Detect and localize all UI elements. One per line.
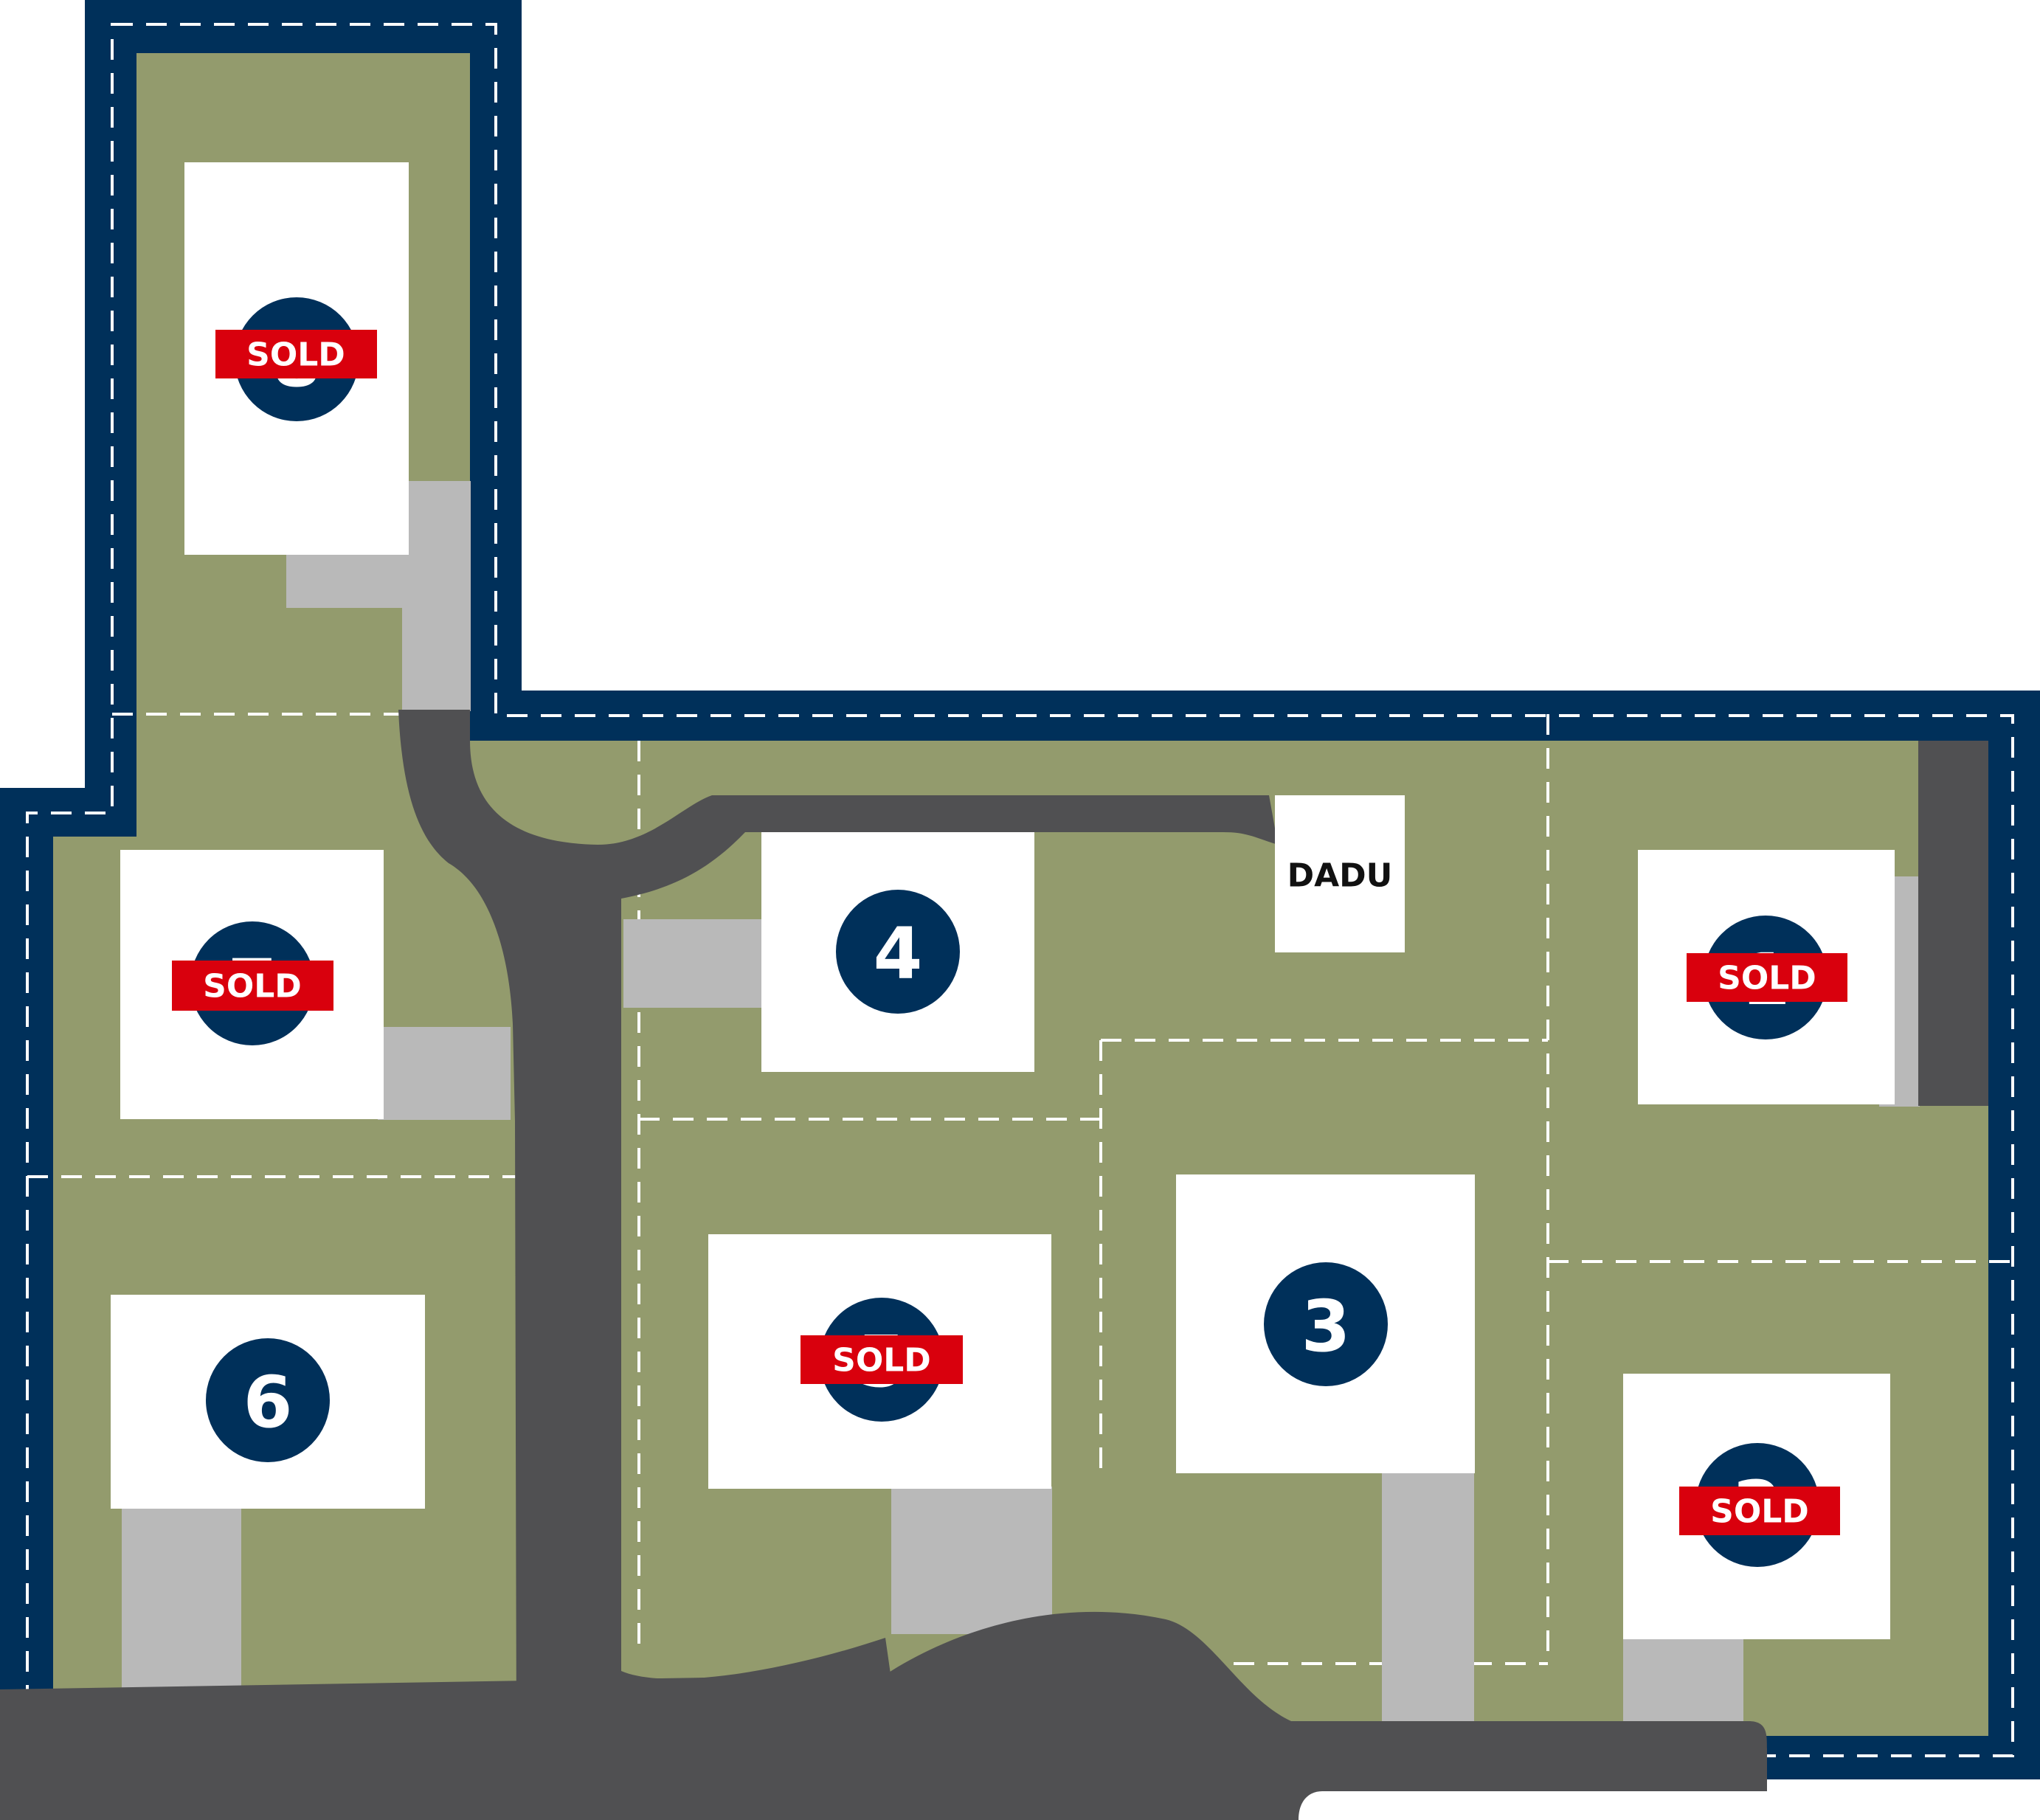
lot-number: 6 (243, 1361, 293, 1444)
lot-7-marker[interactable]: 7 SOLD (172, 921, 333, 1045)
sold-label: SOLD (1718, 960, 1816, 997)
lot-2-marker[interactable]: 2 SOLD (1679, 1443, 1840, 1567)
lot-3-marker[interactable]: 3 (1264, 1262, 1388, 1386)
sold-label: SOLD (203, 968, 302, 1006)
lot-number: 4 (874, 913, 923, 995)
sold-label: SOLD (1710, 1493, 1809, 1531)
lot-number-badge (836, 890, 960, 1014)
property-line (26, 23, 2014, 1757)
lot-number: 3 (1301, 1285, 1351, 1368)
house-dadu (1275, 795, 1405, 952)
lot-number-badge (1264, 1262, 1388, 1386)
dadu-label: DADU (1287, 857, 1393, 895)
roads (0, 710, 1988, 1820)
sold-label: SOLD (832, 1342, 931, 1380)
lot-1-marker[interactable]: 1 SOLD (1687, 916, 1847, 1039)
lot-number-badge (206, 1338, 330, 1462)
sold-banner (1679, 1487, 1840, 1535)
sold-banner (1687, 953, 1847, 1002)
lot-8-marker[interactable]: 8 SOLD (215, 297, 377, 421)
lot-6-marker[interactable]: 6 (206, 1338, 330, 1462)
lot-5-marker[interactable]: 5 SOLD (801, 1298, 963, 1422)
lot-4-marker[interactable]: 4 (836, 890, 960, 1014)
sold-label: SOLD (246, 336, 345, 374)
sold-banner (215, 330, 377, 378)
sold-banner (801, 1335, 963, 1384)
sold-banner (172, 961, 333, 1011)
driveways (122, 481, 1920, 1751)
